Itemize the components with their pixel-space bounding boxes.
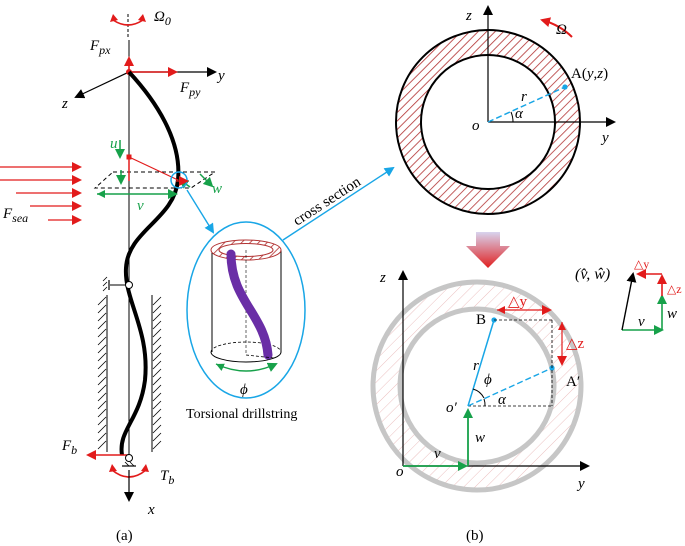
panel-b-top: z y o r α A(y,z) Ω xyxy=(395,5,616,268)
u-label: u xyxy=(110,136,118,152)
r-label-top: r xyxy=(521,89,527,105)
phi-arc xyxy=(215,362,278,372)
displacement-line xyxy=(128,156,179,181)
torsional-bubble xyxy=(186,221,306,399)
twisted-fiber xyxy=(226,249,273,360)
phi-label-a: ϕ xyxy=(240,382,248,398)
sea-force-arrows xyxy=(0,162,82,225)
delta-z-label: △z xyxy=(566,336,585,352)
inner-ring-displaced xyxy=(397,306,557,466)
section-plane xyxy=(93,171,217,189)
omega-label: Ω xyxy=(556,22,567,38)
omega0-rotation-arrow xyxy=(112,19,144,26)
vw-hat-label: (v̂, ŵ) xyxy=(575,266,610,283)
radius-b-line xyxy=(467,319,495,407)
y-axis-label-a: y xyxy=(216,68,225,84)
panel-a: Ω0 Fpx y Fpy z u v w xyxy=(0,9,395,544)
panel-b-bottom: z y o v w o′ α ϕ r B A′ △y △z (b) xyxy=(370,270,590,544)
v-label: v xyxy=(137,198,144,214)
drillstring-curve xyxy=(119,70,181,456)
o-prime-label: o′ xyxy=(446,400,458,416)
torsional-pipe xyxy=(210,239,282,363)
origin-label-bottom: o xyxy=(396,464,404,480)
point-a-label: A(y,z) xyxy=(571,66,608,82)
small-dz-label: △z xyxy=(667,282,682,296)
small-w-label: w xyxy=(667,306,677,322)
borehole-walls xyxy=(106,295,153,452)
caption-a: (a) xyxy=(116,528,133,544)
fpy-label: Fpy xyxy=(179,80,201,99)
top-z-axis xyxy=(74,71,130,99)
alpha-label-top: α xyxy=(515,106,524,122)
y-axis-label-bottom: y xyxy=(576,476,585,492)
fsea-label: Fsea xyxy=(2,206,28,225)
r-label-bottom: r xyxy=(473,358,479,374)
zoom-arrow xyxy=(186,189,215,234)
tb-label: Tb xyxy=(160,468,174,487)
caption-b: (b) xyxy=(466,528,484,544)
phi-label-bottom: ϕ xyxy=(484,372,492,388)
y-axis-label-top: y xyxy=(600,130,609,146)
fb-label: Fb xyxy=(61,438,77,457)
z-axis-label-a: z xyxy=(61,96,68,112)
w-arrow xyxy=(199,173,214,188)
z-axis-label-bottom: z xyxy=(379,270,386,286)
alpha-label-bottom: α xyxy=(498,392,507,408)
velocity-vector-diagram: (v̂, ŵ) v w △z △y xyxy=(575,257,682,335)
point-b-label: B xyxy=(476,312,486,328)
v-label-bottom: v xyxy=(434,446,441,462)
z-axis-label-top: z xyxy=(465,8,472,24)
torsional-label: Torsional drillstring xyxy=(186,407,297,422)
delta-y-label: △y xyxy=(508,294,528,310)
point-a-prime-label: A′ xyxy=(566,374,580,390)
omega-rotation-arrow xyxy=(540,17,573,38)
omega0-label: Ω0 xyxy=(154,9,171,28)
transition-arrow xyxy=(466,232,510,268)
w-label-bottom: w xyxy=(475,430,485,446)
radius-line-top xyxy=(487,86,566,123)
small-dy-label: △y xyxy=(634,257,649,271)
radius-alpha-line xyxy=(467,367,553,407)
x-axis-label-a: x xyxy=(147,502,155,518)
w-label: w xyxy=(212,181,222,197)
resultant-vector xyxy=(621,272,637,331)
cross-section-arrow xyxy=(282,166,395,241)
small-v-label: v xyxy=(638,314,645,330)
fpx-label: Fpx xyxy=(89,38,111,57)
cross-section-label: cross section xyxy=(290,174,364,230)
origin-label-top: o xyxy=(472,118,480,134)
